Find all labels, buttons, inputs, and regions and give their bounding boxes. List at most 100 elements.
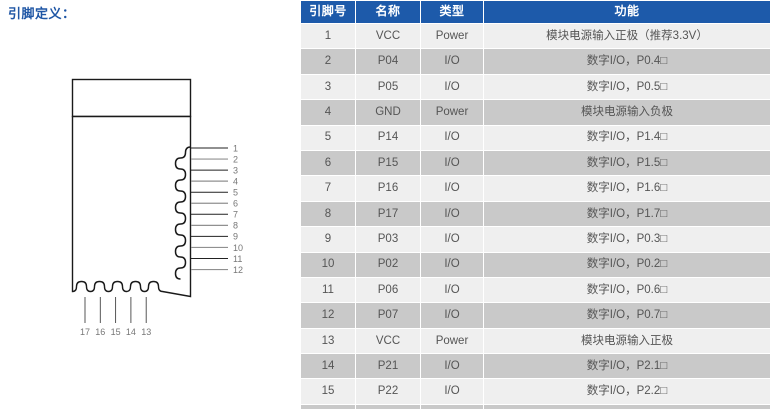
header-name: 名称: [356, 1, 420, 23]
pin-number-label: 2: [233, 154, 238, 164]
cell-name: P14: [356, 125, 420, 150]
cell-name: P07: [356, 303, 420, 328]
cell-name: P04: [356, 49, 420, 74]
cell-pin-number: 9: [301, 227, 355, 252]
cell-function: 数字I/O，P0.3□: [484, 227, 770, 252]
pin-number-label: 11: [233, 254, 242, 264]
cell-pin-number: 14: [301, 354, 355, 379]
cell-function: 模块电源输入负极: [484, 100, 770, 125]
cell-name: RESET: [356, 404, 420, 409]
cell-name: P21: [356, 354, 420, 379]
cell-type: I/O: [421, 176, 483, 201]
cell-name: P16: [356, 176, 420, 201]
cell-type: I/O: [421, 303, 483, 328]
pin-number-label: 15: [111, 327, 121, 337]
pin-number-label: 12: [233, 265, 243, 275]
pin-number-label: 14: [126, 327, 136, 337]
cell-type: I/O: [421, 252, 483, 277]
cell-function: 模块电源输入正极: [484, 328, 770, 354]
header-pin-number: 引脚号: [301, 1, 355, 23]
cell-name: P17: [356, 201, 420, 227]
cell-name: GND: [356, 100, 420, 125]
cell-pin-number: 16: [301, 404, 355, 409]
cell-pin-number: 10: [301, 252, 355, 277]
cell-pin-number: 15: [301, 379, 355, 404]
pin-number-label: 16: [95, 327, 105, 337]
cell-function: 数字I/O，P1.6□: [484, 176, 770, 201]
cell-pin-number: 5: [301, 125, 355, 150]
cell-pin-number: 3: [301, 74, 355, 100]
cell-pin-number: 4: [301, 100, 355, 125]
cell-pin-number: 13: [301, 328, 355, 354]
cell-pin-number: 2: [301, 49, 355, 74]
cell-name: P02: [356, 252, 420, 277]
right-pad-castellations: [174, 146, 191, 280]
module-body: [71, 115, 192, 298]
pin-number-label: 7: [233, 210, 238, 220]
pin-number-label: 5: [233, 188, 238, 198]
pin-number-label: 8: [233, 221, 238, 231]
cell-type: I/O: [421, 227, 483, 252]
pin-number-label: 13: [141, 327, 151, 337]
pin-number-label: 9: [233, 232, 238, 242]
cell-type: I/O: [421, 49, 483, 74]
cell-function: 数字I/O，P0.7□: [484, 303, 770, 328]
module-antenna-section: [71, 78, 192, 118]
cell-type: Power: [421, 24, 483, 49]
cell-function: 数字I/O，P1.4□: [484, 125, 770, 150]
cell-function: 数字I/O，P1.5□: [484, 150, 770, 176]
cell-type: I: [421, 404, 483, 409]
cell-type: I/O: [421, 125, 483, 150]
cell-function: 数字I/O，P0.4□: [484, 49, 770, 74]
cell-function: 模块电源输入正极（推荐3.3V）: [484, 24, 770, 49]
cell-name: P15: [356, 150, 420, 176]
cell-function: 模块复位引脚，低电平复位: [484, 404, 770, 409]
cell-type: Power: [421, 328, 483, 354]
cell-name: P05: [356, 74, 420, 100]
pin-number-label: 6: [233, 199, 238, 209]
header-type: 类型: [421, 1, 483, 23]
module-outline: [71, 78, 192, 298]
cell-name: P06: [356, 277, 420, 303]
cell-function: 数字I/O，P0.5□: [484, 74, 770, 100]
cell-type: I/O: [421, 379, 483, 404]
cell-type: I/O: [421, 74, 483, 100]
cell-pin-number: 6: [301, 150, 355, 176]
cell-name: P22: [356, 379, 420, 404]
page-title: 引脚定义：: [8, 6, 76, 21]
cell-type: I/O: [421, 354, 483, 379]
cell-name: P03: [356, 227, 420, 252]
cell-function: 数字I/O，P2.2□: [484, 379, 770, 404]
cell-pin-number: 11: [301, 277, 355, 303]
cell-pin-number: 7: [301, 176, 355, 201]
cell-name: VCC: [356, 24, 420, 49]
table-row: 16RESETI模块复位引脚，低电平复位: [301, 404, 770, 409]
pin-number-label: 1: [233, 143, 238, 153]
cell-type: I/O: [421, 201, 483, 227]
cell-type: I/O: [421, 150, 483, 176]
cell-pin-number: 1: [301, 24, 355, 49]
pin-number-label: 4: [233, 176, 238, 186]
cell-function: 数字I/O，P0.6□: [484, 277, 770, 303]
